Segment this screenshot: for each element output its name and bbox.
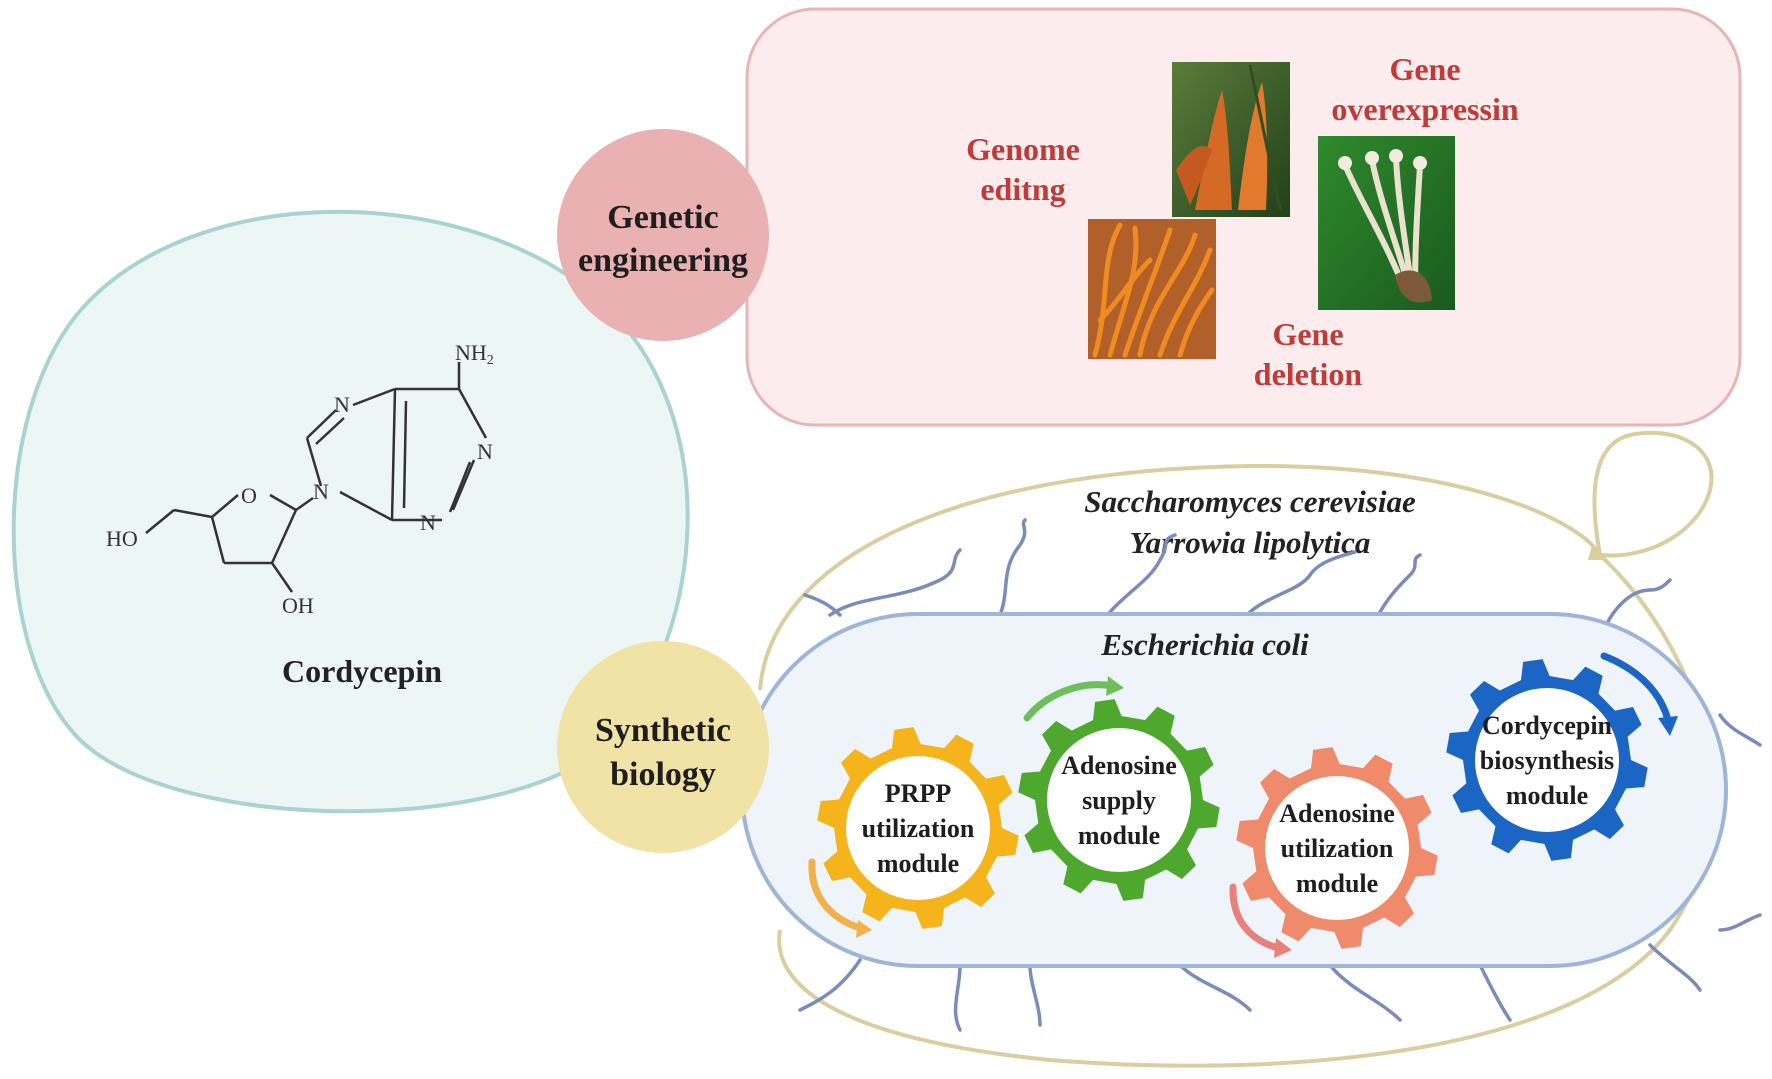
cordycepin-structure (145, 362, 488, 593)
atom-n-right: N (477, 439, 493, 464)
genetic-engineering-panel: Genome editng Gene overexpressin Gene de… (745, 7, 1742, 427)
adenosine-utilization-rotation-arrow (1229, 883, 1282, 952)
synthetic-biology-node: Synthetic biology (557, 641, 769, 853)
genetic-engineering-label: Genetic (607, 199, 718, 236)
cordycepin-biosynthesis-label-line-3: module (1506, 781, 1588, 810)
synthetic-biology-label-2: biology (610, 756, 716, 793)
adenosine-supply-label-line-3: module (1078, 821, 1160, 850)
prpp-rotation-arrow (808, 858, 864, 932)
adenosine-utilization-label-line-1: Adenosine (1279, 799, 1395, 828)
atom-n-top: N (334, 392, 350, 417)
atom-n-glycosidic: N (313, 479, 329, 504)
atom-nh2: NH2 (455, 340, 494, 368)
prpp-utilization-gear-center (846, 756, 990, 900)
adenosine-utilization-gear: Adenosine utilization module (1236, 747, 1438, 949)
atom-o-ring: O (241, 483, 257, 508)
atom-labels: NH2 N N N N O HO OH (106, 340, 494, 618)
flagella (798, 518, 1762, 1032)
genetic-engineering-label-2: engineering (578, 242, 748, 279)
adenosine-supply-gear-center (1047, 728, 1191, 872)
gene-deletion-label-2: deletion (1254, 356, 1363, 392)
genetic-engineering-node: Genetic engineering (557, 129, 769, 341)
atom-ho: HO (106, 526, 138, 551)
module-gears: PRPPutilizationmoduleAdenosinesupplymodu… (817, 659, 1648, 949)
adenosine-utilization-label-line-3: module (1296, 869, 1378, 898)
synthetic-biology-label: Synthetic (595, 712, 731, 749)
white-cordyceps-on-leaf-photo (1318, 136, 1455, 310)
cordycepin-biosynthesis-gear-center (1475, 688, 1619, 832)
prpp-utilization-label-line-3: module (877, 849, 959, 878)
molecule-name: Cordycepin (282, 653, 442, 689)
orange-cordyceps-fruiting-bodies-photo (1088, 219, 1216, 359)
adenosine-supply-rotation-arrow (1023, 681, 1116, 722)
cordycepin-biosynthesis-gear: Cordycepin biosynthesis module (1446, 659, 1648, 861)
yeast-host-1-label: Saccharomyces cerevisiae (1084, 484, 1416, 519)
cordyceps-on-host-photo (1172, 62, 1290, 217)
atom-n-bottom: N (420, 510, 436, 535)
genome-editing-label: Genome (966, 131, 1080, 167)
molecule-panel: NH2 N N N N O HO OH Cordycepin (11, 209, 690, 814)
adenosine-supply-label-line-2: supply (1082, 786, 1156, 815)
prpp-utilization-label-line-1: PRPP (885, 779, 952, 808)
cordycepin-biosynthesis-label-line-2: biosynthesis (1480, 746, 1614, 775)
rotation-arrows (808, 652, 1678, 958)
adenosine-supply-gear: Adenosine supply module (1018, 699, 1220, 901)
cordycepin-rotation-arrow (1600, 652, 1672, 724)
adenosine-supply-label-line-1: Adenosine (1061, 751, 1177, 780)
adenosine-utilization-gear-center (1265, 776, 1409, 920)
cordycepin-biosynthesis-label-line-1: Cordycepin (1482, 711, 1613, 740)
ecoli-label: Escherichia coli (1100, 627, 1309, 662)
genome-editing-label-2: editng (980, 171, 1065, 207)
yeast-cell: Saccharomyces cerevisiae Yarrowia lipoly… (758, 430, 1714, 1068)
gene-overexpression-label: Gene (1389, 51, 1460, 87)
gene-overexpression-label-2: overexpressin (1331, 91, 1518, 127)
prpp-utilization-gear: PRPP utilization module (817, 727, 1019, 929)
gene-deletion-label: Gene (1272, 316, 1343, 352)
atom-oh: OH (282, 593, 314, 618)
yeast-host-2-label: Yarrowia lipolytica (1130, 525, 1371, 560)
adenosine-utilization-label-line-2: utilization (1281, 834, 1394, 863)
prpp-utilization-label-line-2: utilization (862, 814, 975, 843)
